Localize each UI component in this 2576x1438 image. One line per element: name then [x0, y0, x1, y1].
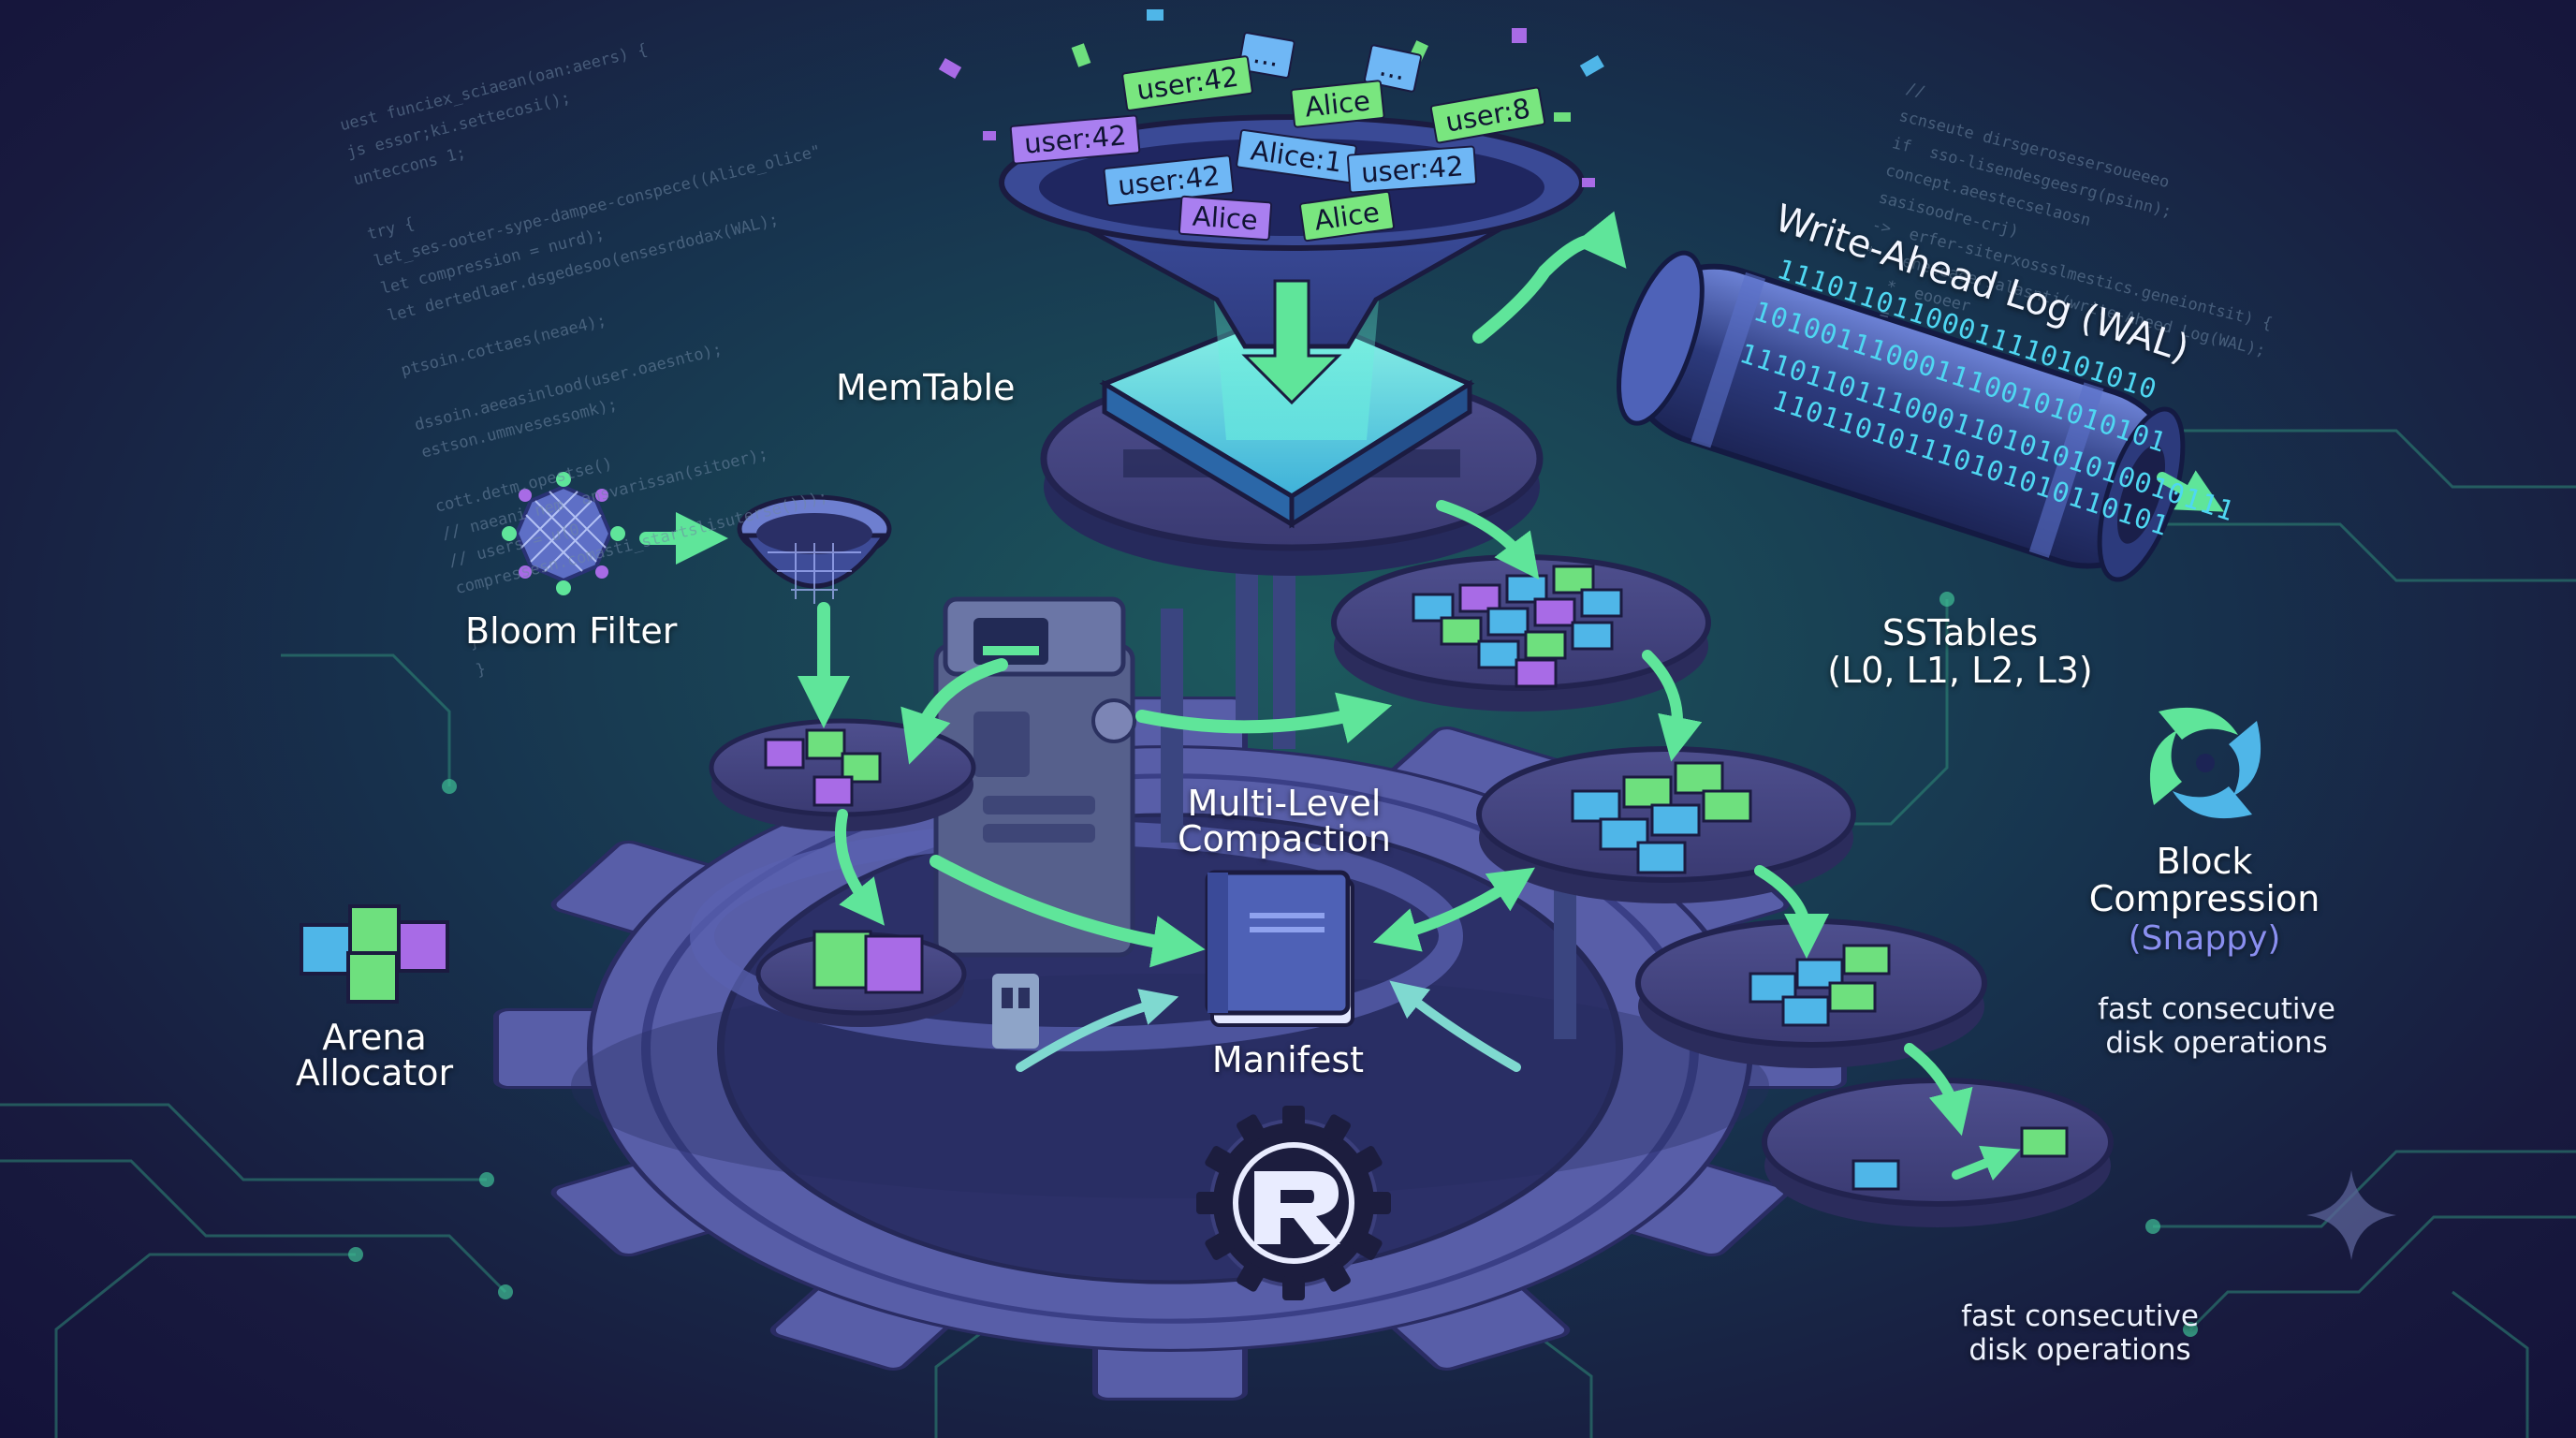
compactor-machine-icon	[933, 596, 1136, 1049]
cubes-icon	[300, 904, 449, 1004]
flow-arrows	[639, 211, 2224, 1181]
log-tube-icon	[1617, 250, 2186, 582]
memtable-label: MemTable	[836, 367, 1016, 408]
compaction-label-line1: Multi-Level	[1187, 783, 1382, 824]
book-icon	[1205, 870, 1354, 1027]
disk-note-2-line2: disk operations	[1969, 1333, 2191, 1367]
sstables-label: SSTables	[1881, 612, 2039, 653]
arena-label-line1: Arena	[322, 1017, 427, 1058]
sieve-icon	[737, 494, 892, 604]
rust-logo-icon	[1196, 1106, 1391, 1300]
compaction-label-line2: Compaction	[1178, 818, 1391, 859]
sstable-blocks	[1412, 565, 2069, 1191]
block-compression-label-line1: Block	[2156, 841, 2253, 882]
circuit-traces	[0, 429, 2576, 1438]
snappy-label: (Snappy)	[2128, 919, 2281, 958]
block-compression-label-line2: Compression	[2088, 878, 2320, 919]
mesh-icon	[502, 472, 625, 595]
disk-note-1-line2: disk operations	[2105, 1026, 2328, 1060]
key-tag: Alice	[1178, 195, 1273, 242]
manifest-label: Manifest	[1211, 1039, 1365, 1080]
bloom-filter-label: Bloom Filter	[465, 610, 678, 652]
sstable-disc-l2	[1635, 918, 1987, 1068]
arena-label-line2: Allocator	[295, 1052, 454, 1093]
sparkle-icon	[2306, 1170, 2396, 1260]
disk-note-2-line1: fast consecutive	[1961, 1299, 2199, 1333]
arena-disc	[755, 930, 967, 1027]
disk-note-1-line1: fast consecutive	[2098, 992, 2335, 1026]
sstables-levels-label: (L0, L1, L2, L3)	[1827, 650, 2093, 691]
swirl-icon	[2149, 707, 2261, 819]
